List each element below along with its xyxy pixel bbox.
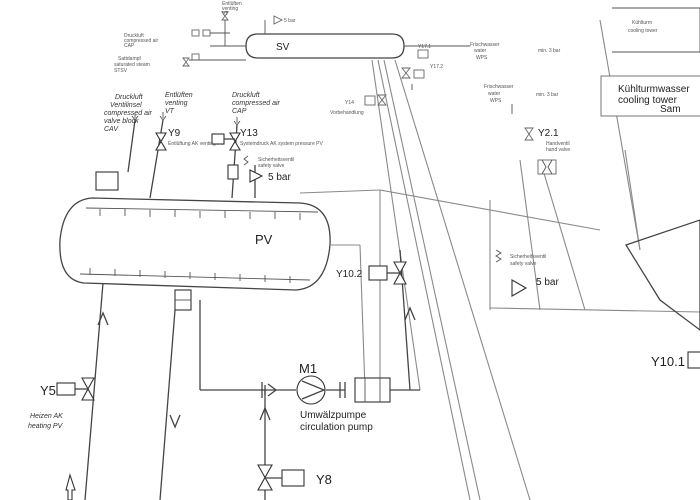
y10-1-label: Y10.1 <box>651 354 685 369</box>
heating-label-de: Heizen AK <box>30 413 63 420</box>
sv-vessel: SV <box>210 20 470 59</box>
wps-supply-right: Frischwasser water WPS min. 3 bar Y2.1 H… <box>484 84 570 175</box>
wps2-1: Frischwasser <box>484 84 514 90</box>
wps2-3: WPS <box>490 98 502 104</box>
wps2-min: min. 3 bar <box>536 92 559 98</box>
safety-pv-en: safety valve <box>258 163 285 169</box>
top-left-valves: Entlüften venting VT Druckluft compresse… <box>114 1 246 74</box>
cav-line3: compressed air <box>104 110 153 117</box>
valve-y14[interactable]: Y14 Vorbehandlung <box>330 94 387 116</box>
valve-block-box <box>95 171 119 191</box>
y17-2-label: Y17.2 <box>430 64 443 70</box>
top-vt-1: Entlüften <box>222 1 242 7</box>
heating-label-en: heating PV <box>28 423 64 430</box>
y14-desc: Vorbehandlung <box>330 110 364 116</box>
sv-bar: 5 bar <box>284 18 296 24</box>
cav-line5: CAV <box>104 126 119 133</box>
y9-label: Y9 <box>168 128 181 139</box>
piping <box>84 19 700 500</box>
y10-2-label: Y10.2 <box>336 269 363 280</box>
y13-desc: Systemdruck AK system pressure PV <box>240 141 323 147</box>
pump-label-de: Umwälzpumpe <box>300 410 367 421</box>
safety-right-bar: 5 bar <box>536 277 559 288</box>
handventil-de: Handventil <box>546 141 570 147</box>
valve-y13[interactable]: Y13 Systemdruck AK system pressure PV <box>211 128 323 180</box>
cooling-1: Kühlturm <box>632 20 652 26</box>
steam-2: saturated steam <box>114 62 150 68</box>
supply-labels: Druckluft Ventilinsel compressed air val… <box>104 92 281 133</box>
cap-top-1: Druckluft <box>124 33 144 39</box>
safety-right-en: safety valve <box>510 261 537 267</box>
y5-label: Y5 <box>40 383 56 398</box>
wps-min: min. 3 bar <box>538 48 561 54</box>
cav-line2: Ventilinsel <box>110 102 142 109</box>
pv-label: PV <box>255 232 273 247</box>
cav-line1: Druckluft <box>115 94 144 101</box>
cav-line4: valve block <box>104 118 139 125</box>
valve-y9[interactable]: Y9 Entlüftung AK venting PV <box>155 128 225 151</box>
valve-y17[interactable]: Y17.1 Y17.2 <box>401 44 443 90</box>
vt-line3: VT <box>165 108 175 115</box>
wps-supply-top: Frischwasser water WPS min. 3 bar <box>470 42 561 61</box>
pump-tag: M1 <box>299 361 317 376</box>
safety-valve-pv[interactable]: Sicherheitsventil safety valve 5 bar <box>243 155 294 183</box>
vt-line2: venting <box>165 100 188 107</box>
handventil-en: hand valve <box>546 147 570 153</box>
steam-1: Sattdampf <box>118 56 141 62</box>
check-valve <box>261 382 278 398</box>
valve-y8[interactable]: Y8 <box>257 464 332 491</box>
pump-label-en: circulation pump <box>300 422 373 433</box>
wps2-2: water <box>488 91 501 97</box>
y2-1-label: Y2.1 <box>538 128 559 139</box>
y13-label: Y13 <box>240 128 258 139</box>
safety-pv-de: Sicherheitsventil <box>258 157 294 163</box>
vt-line1: Entlüften <box>165 92 193 99</box>
sv-label: SV <box>276 42 290 53</box>
sv-safety-valve: 5 bar <box>273 15 296 25</box>
safety-right-de: Sicherheitsventil <box>510 254 546 260</box>
cap-top-3: CAP <box>124 43 135 49</box>
cap-line3: CAP <box>232 108 247 115</box>
pv-vessel: PV <box>59 197 331 291</box>
valve-y10-1[interactable]: Y10.1 <box>651 351 700 369</box>
cap-line1: Druckluft <box>232 92 261 99</box>
valve-y10-2[interactable]: Y10.2 <box>336 261 407 285</box>
safety-pv-bar: 5 bar <box>268 172 291 183</box>
wps-2: water <box>474 48 487 54</box>
wps-3: WPS <box>476 55 488 61</box>
top-vt-2: venting <box>222 6 238 12</box>
y8-label: Y8 <box>316 472 332 487</box>
cap-top-2: compressed air <box>124 38 159 44</box>
y9-desc: Entlüftung AK venting PV <box>168 141 225 147</box>
circulation-pump[interactable]: M1 Umwälzpumpe circulation pump <box>296 361 373 433</box>
cooling-box-3: Sam <box>660 104 681 115</box>
y13-sensor <box>227 164 239 180</box>
top-vt-3: VT <box>222 11 228 17</box>
y17-1-label: Y17.1 <box>418 44 431 50</box>
flow-arrows <box>65 306 416 500</box>
cooling-tower: Kühlturm cooling tower Kühlturmwasser co… <box>600 7 700 331</box>
cooling-2: cooling tower <box>628 28 658 34</box>
wps-1: Frischwasser <box>470 42 500 48</box>
valve-y5[interactable]: Y5 Heizen AK heating PV <box>28 377 95 430</box>
steam-3: STSV <box>114 68 128 74</box>
safety-valve-right[interactable]: Sicherheitsventil safety valve 5 bar <box>495 249 559 297</box>
cap-line2: compressed air <box>232 100 281 107</box>
y14-label: Y14 <box>345 100 354 106</box>
cooling-box-2: cooling tower <box>618 95 678 106</box>
cooling-box-1: Kühlturmwasser <box>618 84 690 95</box>
pump-filter <box>339 377 391 403</box>
